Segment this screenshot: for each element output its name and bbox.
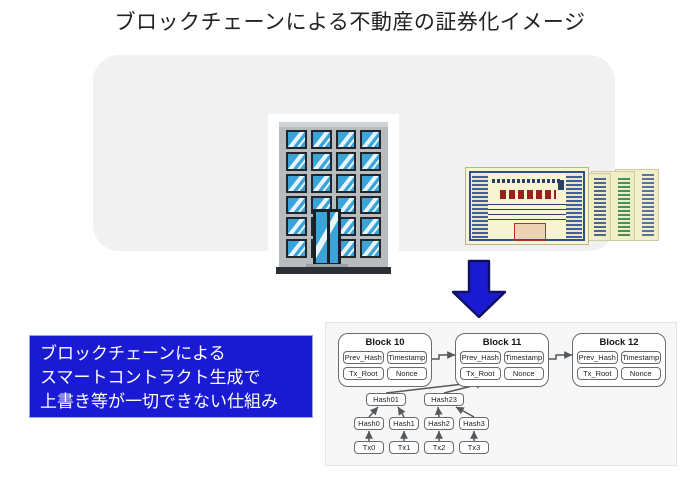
securities-certificates-photo	[465, 167, 661, 247]
office-building-photo	[268, 114, 399, 282]
block-11: Block 11 Prev_Hash Timestamp Tx_Root Non…	[455, 333, 549, 387]
building-window	[360, 217, 381, 237]
block-10-field-tx-root: Tx_Root	[343, 367, 384, 380]
block-10-title: Block 10	[365, 337, 405, 348]
building-base	[276, 267, 391, 274]
building-window	[310, 130, 332, 149]
merkle-node-hash1: Hash1	[389, 417, 419, 430]
block-11-title: Block 11	[482, 337, 522, 348]
block-12: Block 12 Prev_Hash Timestamp Tx_Root Non…	[572, 333, 666, 387]
building-window	[286, 173, 307, 193]
merkle-leaf-tx3: Tx3	[459, 441, 489, 454]
block-11-field-timestamp: Timestamp	[503, 351, 544, 364]
certificate-front	[465, 167, 589, 245]
merkle-leaf-tx0: Tx0	[354, 441, 384, 454]
building-window	[335, 173, 357, 193]
block-11-field-prev-hash: Prev_Hash	[460, 351, 501, 364]
building-window	[310, 151, 332, 171]
block-12-title: Block 12	[599, 337, 639, 348]
merkle-node-hash0: Hash0	[354, 417, 384, 430]
caption-line-3: 上書き等が一切できない仕組み	[40, 392, 278, 411]
photo-panel	[93, 55, 659, 282]
block-12-field-prev-hash: Prev_Hash	[577, 351, 618, 364]
merkle-node-hash3: Hash3	[459, 417, 489, 430]
block-10: Block 10 Prev_Hash Timestamp Tx_Root Non…	[338, 333, 432, 387]
merkle-node-hash23: Hash23	[424, 393, 464, 406]
down-arrow	[448, 259, 510, 319]
building-window	[360, 239, 381, 258]
building-window	[360, 130, 381, 149]
merkle-node-hash01: Hash01	[366, 393, 406, 406]
certificate-seal	[514, 223, 546, 241]
caption-box: ブロックチェーンによる スマートコントラクト生成で 上書き等が一切できない仕組み	[29, 335, 313, 418]
merkle-leaf-tx2: Tx2	[424, 441, 454, 454]
block-12-field-tx-root: Tx_Root	[577, 367, 618, 380]
building-window	[286, 151, 307, 171]
building-window	[286, 239, 307, 258]
block-12-field-timestamp: Timestamp	[620, 351, 661, 364]
blockchain-diagram: Block 10 Prev_Hash Timestamp Tx_Root Non…	[325, 322, 677, 466]
block-10-field-timestamp: Timestamp	[386, 351, 427, 364]
block-12-field-nonce: Nonce	[620, 367, 661, 380]
block-10-field-nonce: Nonce	[386, 367, 427, 380]
building-roofline	[279, 122, 388, 127]
building-window	[335, 130, 357, 149]
page-title: ブロックチェーンによる不動産の証券化イメージ	[114, 11, 586, 34]
building-window	[286, 130, 307, 149]
building-entrance-door	[313, 209, 341, 266]
building-window-grid	[286, 130, 381, 258]
merkle-node-hash2: Hash2	[424, 417, 454, 430]
caption-line-1: ブロックチェーンによる	[40, 344, 226, 363]
caption-line-2: スマートコントラクト生成で	[40, 368, 261, 387]
block-11-field-nonce: Nonce	[503, 367, 544, 380]
building-window	[286, 217, 307, 237]
building-window	[335, 151, 357, 171]
block-10-field-prev-hash: Prev_Hash	[343, 351, 384, 364]
building-window	[286, 195, 307, 215]
merkle-leaf-tx1: Tx1	[389, 441, 419, 454]
building-window	[360, 173, 381, 193]
building-window	[360, 151, 381, 171]
building-window	[360, 195, 381, 215]
block-11-field-tx-root: Tx_Root	[460, 367, 501, 380]
building-window	[310, 173, 332, 193]
